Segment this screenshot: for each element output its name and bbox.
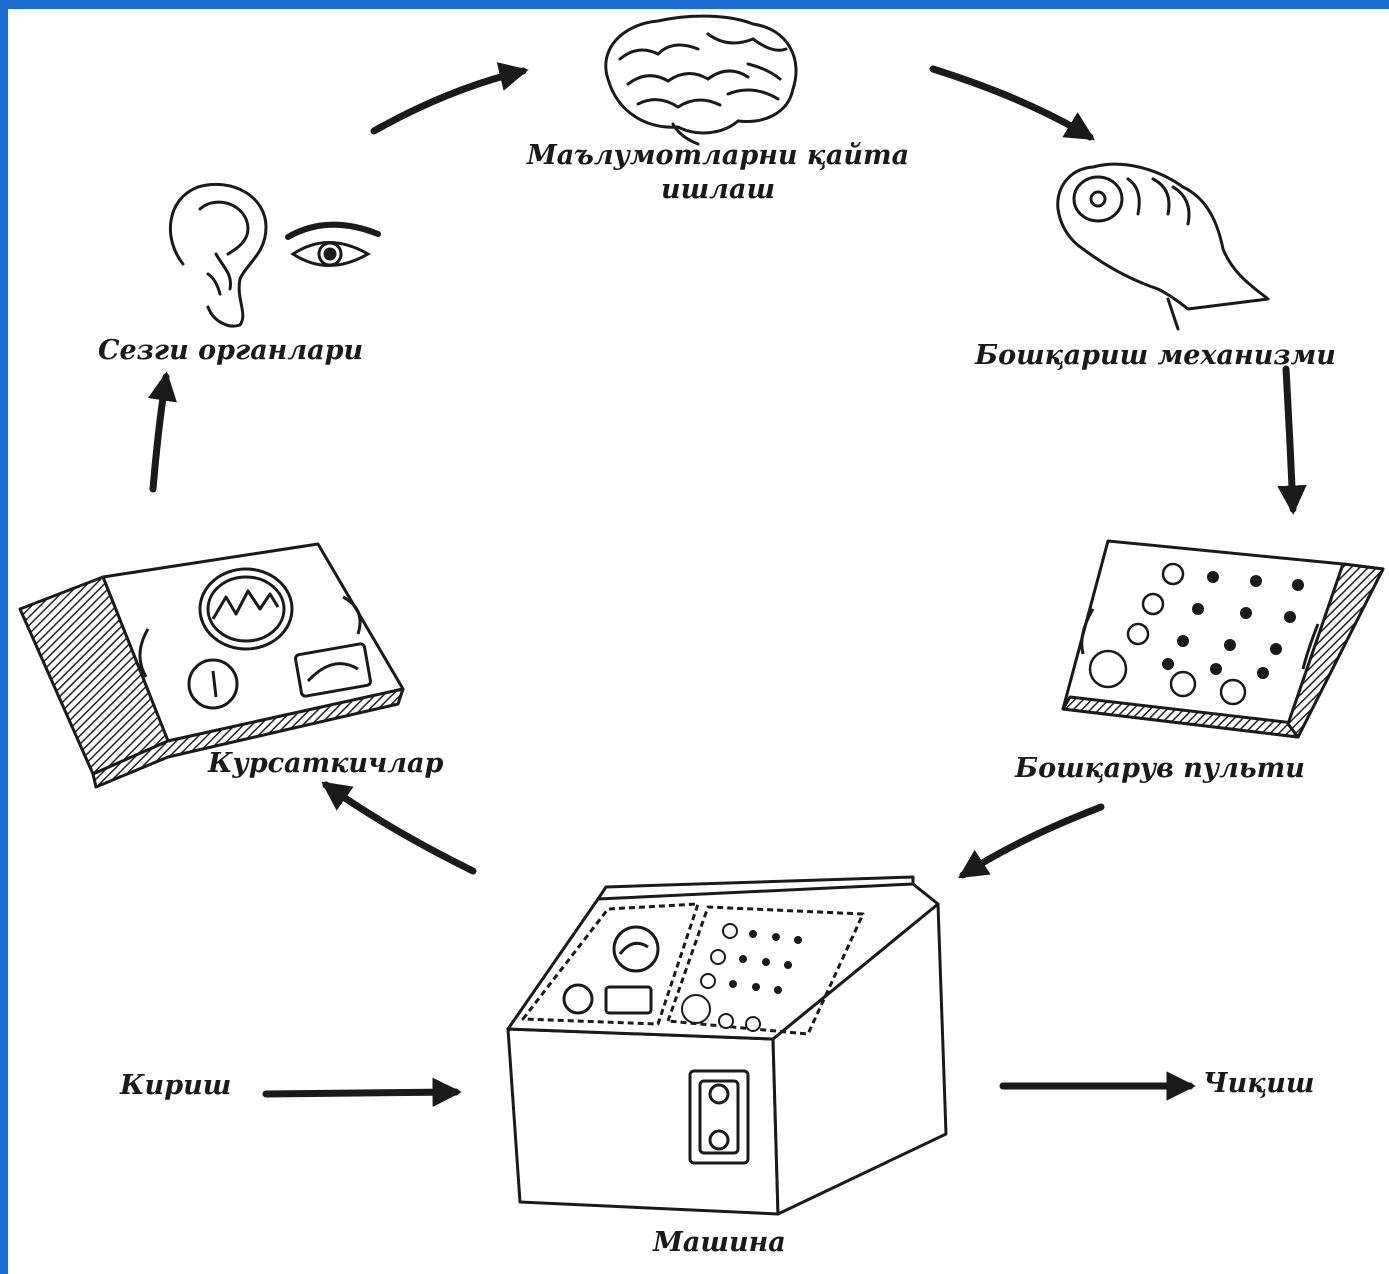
input-label: Кириш: [120, 1070, 232, 1101]
arrow-input-to-machine: [262, 1077, 462, 1107]
hand-icon: [1056, 162, 1270, 331]
processing-label-line1: Маълумотларни қайта: [526, 140, 910, 171]
output-label: Чиқиш: [1203, 1068, 1315, 1099]
indicators-label: Курсаткичлар: [208, 748, 444, 779]
eye-icon: [285, 221, 381, 267]
control-panel-label: Бошқарув пульти: [1015, 753, 1305, 784]
senses-label: Сезги органлари: [98, 335, 364, 366]
arrow-senses-to-processing: [370, 62, 529, 135]
processing-label: Маълумотларни қайта ишлаш: [478, 139, 958, 207]
machine-icon: [506, 875, 948, 1216]
ear-icon: [169, 182, 268, 328]
arrow-panel-to-machine: [958, 803, 1105, 879]
arrow-indicators-to-senses: [147, 371, 177, 493]
control-mechanism-label: Бошқариш механизми: [975, 340, 1336, 371]
arrow-mechanism-to-panel: [1277, 365, 1307, 515]
brain-icon: [604, 14, 798, 146]
arrow-processing-to-mechanism: [929, 65, 1096, 141]
processing-label-line2: ишлаш: [660, 173, 776, 205]
arrow-machine-to-indicators: [321, 781, 477, 875]
indicator-device-icon: [18, 542, 405, 789]
man-machine-cycle-diagram: [18, 14, 1385, 1216]
control-panel-icon: [1061, 539, 1385, 739]
diagram-frame: Маълумотларни қайта ишлаш Бошқариш механ…: [8, 9, 1389, 1274]
machine-label: Машина: [653, 1227, 786, 1258]
